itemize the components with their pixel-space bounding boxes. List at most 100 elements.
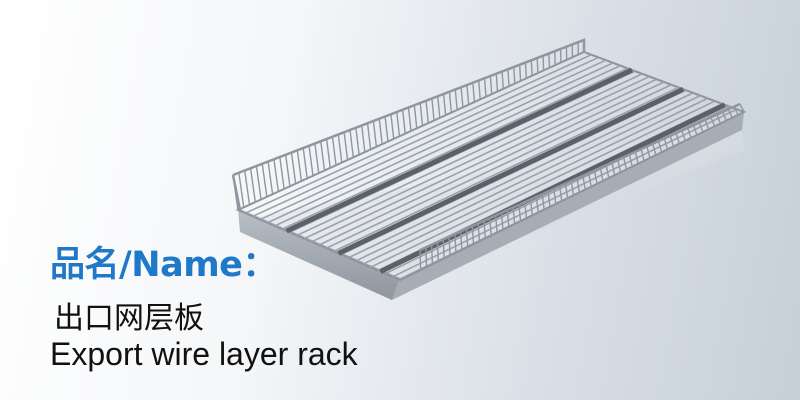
deck-wire bbox=[245, 53, 592, 214]
front-fence-wire bbox=[617, 159, 622, 173]
front-fence-top-rail bbox=[419, 102, 741, 252]
back-fence-wire bbox=[548, 53, 551, 68]
front-fence-wire bbox=[558, 186, 563, 202]
back-fence-wire bbox=[413, 105, 418, 129]
front-fence-wire bbox=[460, 231, 463, 250]
front-fence-wire bbox=[640, 148, 645, 161]
deck-wire bbox=[296, 73, 643, 237]
deck-bar bbox=[285, 67, 634, 234]
deck-wire bbox=[303, 75, 650, 240]
deck-wire bbox=[259, 59, 607, 221]
back-fence-wire bbox=[489, 75, 493, 95]
back-fence-wire bbox=[530, 60, 533, 76]
back-fence-wire bbox=[238, 172, 245, 208]
back-fence-wire bbox=[501, 71, 504, 89]
back-fence-wire bbox=[407, 107, 412, 132]
back-fence-wire bbox=[320, 141, 326, 171]
back-fence-wire bbox=[495, 73, 499, 92]
front-fence-wire bbox=[721, 111, 728, 121]
front-fence-wire bbox=[698, 122, 704, 133]
front-fence-wire bbox=[588, 172, 592, 187]
back-fence-wire bbox=[244, 170, 251, 205]
front-fence-wire bbox=[436, 242, 439, 262]
front-fence-wire bbox=[599, 167, 604, 182]
back-fence-wire bbox=[273, 159, 280, 192]
back-fence-wire bbox=[361, 125, 366, 153]
back-fence-wire bbox=[308, 145, 314, 176]
front-fence-wire bbox=[733, 106, 739, 116]
front-fence-wire bbox=[506, 210, 510, 227]
deck-wire bbox=[355, 94, 701, 262]
back-fence-wire bbox=[507, 69, 510, 87]
front-fence-wire bbox=[611, 162, 616, 176]
name-heading: 品名/Name： bbox=[50, 245, 277, 285]
back-fence-wire bbox=[343, 132, 349, 161]
back-fence-wire bbox=[290, 152, 297, 184]
deck-wire bbox=[311, 78, 658, 243]
front-fence-wire bbox=[716, 114, 722, 124]
back-fence-wire bbox=[284, 154, 291, 187]
back-fence-wire bbox=[249, 168, 256, 203]
back-fence-wire bbox=[261, 163, 268, 197]
front-fence-wire bbox=[425, 247, 428, 268]
back-fence-wire bbox=[419, 102, 424, 126]
back-fence-wire bbox=[542, 55, 545, 71]
front-fence-wire bbox=[512, 207, 516, 225]
back-fence-wire bbox=[472, 82, 476, 103]
front-fence-wire bbox=[518, 204, 522, 222]
back-fence-wire bbox=[466, 84, 470, 105]
back-fence-wire bbox=[279, 156, 285, 190]
back-fence-wire bbox=[296, 150, 303, 182]
front-fence-wire bbox=[465, 228, 469, 247]
front-fence-wire bbox=[593, 170, 598, 184]
rack-base bbox=[242, 120, 745, 288]
front-fence-wire bbox=[547, 191, 551, 207]
back-fence-wire bbox=[366, 123, 372, 150]
back-fence-top-rail bbox=[232, 38, 586, 177]
front-fence-wire bbox=[681, 130, 686, 141]
back-fence-wire bbox=[437, 96, 441, 118]
front-fence-wire bbox=[541, 194, 545, 210]
rack-right-lip bbox=[392, 112, 744, 300]
back-fence-wire bbox=[460, 87, 464, 108]
front-fence-wire bbox=[448, 236, 451, 256]
front-fence-wire bbox=[652, 143, 657, 156]
front-fence-wire bbox=[483, 220, 487, 239]
back-fence-wire bbox=[454, 89, 458, 110]
front-fence-wire bbox=[477, 223, 481, 242]
front-fence-wire bbox=[489, 218, 492, 236]
rack-front-lip bbox=[238, 208, 400, 300]
front-fence-wire bbox=[686, 127, 692, 139]
back-fence-wire bbox=[314, 143, 320, 174]
front-fence-wire bbox=[692, 124, 698, 136]
deck-wire bbox=[370, 100, 716, 268]
deck-wire bbox=[281, 67, 628, 230]
front-fence-wire bbox=[634, 151, 639, 164]
back-fence-wire bbox=[448, 91, 453, 113]
back-fence-wire bbox=[518, 64, 522, 82]
deck-wire bbox=[267, 62, 614, 224]
back-fence-wire bbox=[378, 118, 383, 145]
front-fence-wire bbox=[704, 119, 710, 130]
front-fence-wire bbox=[494, 215, 498, 233]
front-fence-wire bbox=[442, 239, 445, 259]
deck-wire bbox=[333, 86, 679, 253]
front-fence-wire bbox=[710, 117, 716, 127]
front-fence bbox=[419, 103, 745, 270]
deck-wire bbox=[348, 92, 694, 259]
back-fence-wire bbox=[396, 111, 401, 137]
product-name-english: Export wire layer rack bbox=[50, 336, 358, 372]
deck-wire bbox=[274, 64, 621, 227]
front-fence-wire bbox=[582, 175, 586, 190]
front-fence-wire bbox=[454, 234, 457, 253]
deck-wire bbox=[318, 81, 665, 246]
front-fence-wire bbox=[553, 188, 557, 204]
back-fence-wire bbox=[267, 161, 274, 195]
front-fence-wire bbox=[622, 156, 628, 170]
back-fence-wire bbox=[536, 57, 539, 74]
back-fence-wire bbox=[372, 120, 378, 147]
front-fence-wire bbox=[727, 109, 733, 119]
front-fence-wire bbox=[576, 178, 581, 193]
deck-wire bbox=[326, 84, 672, 249]
back-fence-wire bbox=[478, 80, 481, 100]
